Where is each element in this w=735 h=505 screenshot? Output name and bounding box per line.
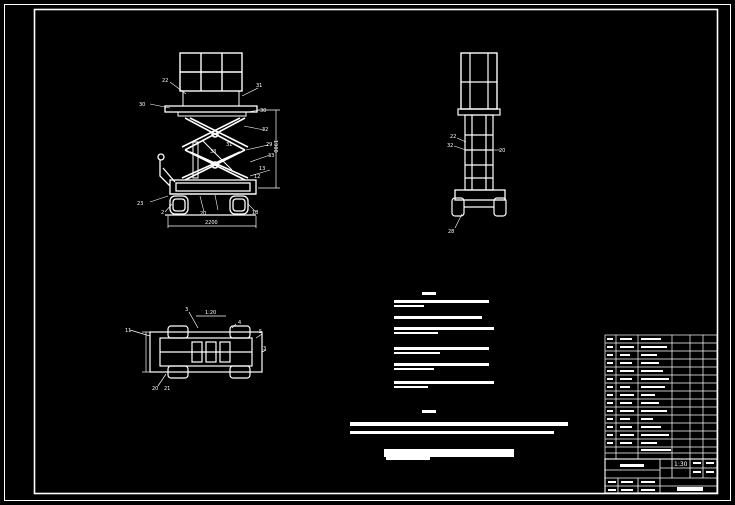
sheet-border — [4, 4, 731, 501]
dimension-height: 1900 — [272, 140, 278, 153]
callout: 29 — [266, 142, 272, 148]
callout: 20 — [152, 386, 158, 392]
callout: 33 — [268, 153, 274, 159]
callout: 22 — [162, 78, 168, 84]
callout: 32 — [262, 127, 268, 133]
callout: 22 — [450, 134, 456, 140]
notes-heading — [422, 292, 436, 295]
callout: 23 — [137, 201, 143, 207]
title-block-scale: 1:30 — [674, 461, 688, 468]
callout: 21 — [164, 386, 170, 392]
callout: 13 — [259, 166, 265, 172]
scissor-arms — [181, 117, 249, 181]
parts-list-entries — [607, 338, 671, 451]
title-block-entries — [608, 462, 714, 491]
top-wheel — [167, 325, 189, 339]
chassis — [157, 153, 257, 195]
callout: 32 — [447, 143, 453, 149]
front-dimensions — [167, 109, 280, 228]
top-wheel — [229, 365, 251, 379]
parts-list — [604, 334, 718, 460]
callout: 31 — [256, 83, 262, 89]
side-mast — [464, 114, 494, 191]
callout: 5 — [259, 329, 262, 335]
requirements-block — [350, 410, 568, 460]
dimension-scale: 1:20 — [205, 310, 216, 316]
side-platform — [457, 108, 501, 116]
inner-frame — [33, 8, 719, 495]
top-wheel — [229, 325, 251, 339]
callout: 33 — [210, 149, 216, 155]
callout: 11 — [125, 328, 131, 334]
callout: 12 — [254, 174, 260, 180]
signature-box — [384, 449, 514, 457]
callout: 18 — [252, 210, 258, 216]
side-chassis — [454, 189, 506, 201]
guard-rail — [179, 52, 243, 106]
platform-deck — [164, 105, 258, 113]
callout: 20 — [200, 211, 206, 217]
front-leaders — [149, 81, 271, 213]
callout: 3 — [185, 307, 188, 313]
callout: 3 — [263, 346, 266, 352]
lift-cylinder — [192, 141, 199, 179]
dimension-width: 2200 — [205, 220, 218, 226]
side-wheel-left — [451, 197, 465, 217]
side-wheel-right — [493, 197, 507, 217]
wheels — [169, 195, 249, 215]
requirements-heading — [422, 410, 436, 413]
technical-notes — [394, 292, 494, 388]
top-wheel — [167, 365, 189, 379]
side-guard-rail — [460, 52, 498, 110]
callout: 20 — [499, 148, 505, 154]
callout: 28 — [448, 229, 454, 235]
callout: 30 — [260, 108, 266, 114]
callout: 31 — [226, 142, 232, 148]
front-view: 22 30 31 30 32 29 33 33 31 13 2 23 20 12… — [137, 52, 280, 228]
top-view: 1:20 3 4 5 3 11 20 21 — [125, 307, 266, 392]
callout: 2 — [161, 210, 164, 216]
side-view: 22 32 20 28 — [447, 52, 507, 235]
outer-frame — [4, 4, 731, 501]
callout: 30 — [139, 102, 145, 108]
callout: 4 — [238, 320, 241, 326]
title-block — [604, 458, 718, 494]
